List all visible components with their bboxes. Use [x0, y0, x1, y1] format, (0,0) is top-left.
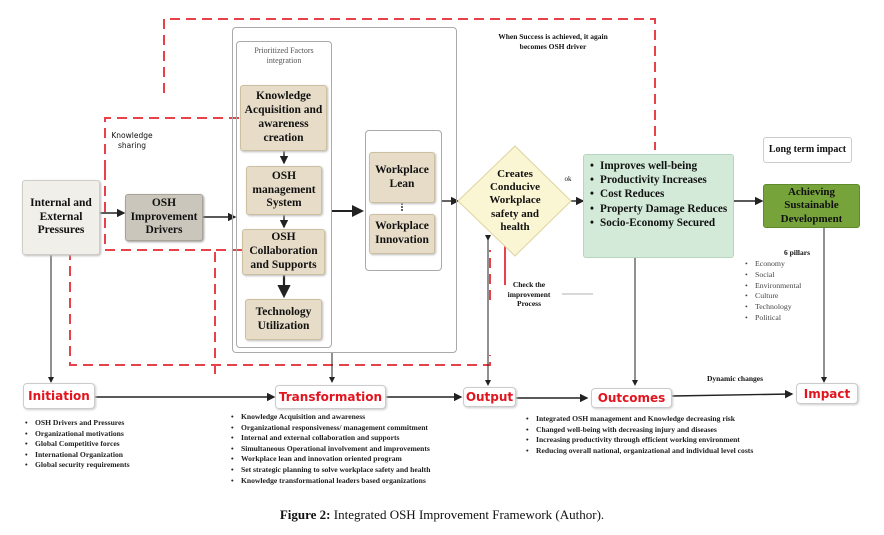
transformation-item: Internal and external collaboration and …	[231, 433, 430, 444]
pillar-item: Technology	[745, 302, 801, 313]
stage-outcomes[interactable]: Outcomes	[591, 388, 672, 408]
decision-diamond	[457, 145, 572, 257]
transformation-item: Organizational responsiveness/ managemen…	[231, 423, 430, 434]
pillar-item: Culture	[745, 291, 801, 302]
caption-text: Integrated OSH Improvement Framework (Au…	[333, 507, 605, 522]
node-knowledge-acquisition[interactable]: Knowledge Acquisition and awareness crea…	[240, 85, 327, 151]
outcomes-list: Integrated OSH management and Knowledge …	[526, 414, 796, 456]
figure-caption: Figure 2: Integrated OSH Improvement Fra…	[0, 507, 884, 523]
knowledge-sharing-label: Knowledge sharing	[111, 131, 153, 150]
node-achieving-sustainable-development[interactable]: Achieving Sustainable Development	[763, 184, 860, 228]
outcomes-item: Integrated OSH management and Knowledge …	[526, 414, 796, 425]
pillar-item: Political	[745, 313, 801, 324]
pillar-item: Economy	[745, 259, 801, 270]
check-improvement-label: Check the improvement Process	[507, 280, 551, 308]
benefit-item: Cost Reduces	[590, 187, 729, 201]
node-internal-external-pressures[interactable]: Internal and External Pressures	[22, 180, 100, 255]
initiation-item: Global security requirements	[25, 460, 130, 471]
transformation-item: Simultaneous Operational involvement and…	[231, 444, 430, 455]
transformation-item: Set strategic planning to solve workplac…	[231, 465, 430, 476]
transformation-list: Knowledge Acquisition and awareness Orga…	[231, 412, 430, 486]
benefit-item: Productivity Increases	[590, 173, 729, 187]
transformation-item: Knowledge Acquisition and awareness	[231, 412, 430, 423]
node-technology-utilization[interactable]: Technology Utilization	[245, 299, 322, 340]
stage-transformation[interactable]: Transformation	[275, 385, 386, 409]
initiation-item: OSH Drivers and Pressures	[25, 418, 130, 429]
node-osh-management-system[interactable]: OSH management System	[246, 166, 322, 215]
benefit-item: Socio-Economy Secured	[590, 216, 729, 230]
ok-label: ok	[564, 175, 572, 183]
node-osh-collaboration[interactable]: OSH Collaboration and Supports	[242, 229, 325, 275]
transformation-outer-frame	[232, 27, 457, 353]
node-conducive-workplace[interactable]: Creates Conducive Workplace safety and h…	[489, 168, 541, 233]
prioritized-factors-header: Prioritized Factors integration	[254, 46, 314, 65]
initiation-item: International Organization	[25, 450, 130, 461]
stage-initiation[interactable]: Initiation	[23, 383, 95, 409]
outcomes-item: Increasing productivity through efficien…	[526, 435, 796, 446]
benefit-item: Improves well-being	[590, 159, 729, 173]
node-osh-improvement-drivers[interactable]: OSH Improvement Drivers	[125, 194, 203, 241]
transformation-item: Workplace lean and innovation oriented p…	[231, 454, 430, 465]
pillar-item: Environmental	[745, 281, 801, 292]
initiation-item: Global Competitive forces	[25, 439, 130, 450]
node-long-term-impact: Long term impact	[763, 137, 852, 163]
success-loop-label: When Success is achieved, it again becom…	[498, 32, 608, 51]
outcomes-item: Changed well-being with decreasing injur…	[526, 425, 796, 436]
benefit-item: Property Damage Reduces	[590, 202, 729, 216]
pillars-title: 6 pillars	[783, 248, 810, 257]
initiation-list: OSH Drivers and Pressures Organizational…	[25, 418, 130, 471]
dynamic-changes-label: Dynamic changes	[706, 374, 764, 383]
pillar-item: Social	[745, 270, 801, 281]
caption-label: Figure 2:	[279, 507, 331, 522]
workplace-frame	[365, 130, 442, 271]
benefits-box[interactable]: Improves well-being Productivity Increas…	[583, 154, 734, 258]
node-workplace-innovation[interactable]: Workplace Innovation	[369, 214, 435, 254]
initiation-item: Organizational motivations	[25, 429, 130, 440]
stage-output[interactable]: Output	[463, 387, 516, 407]
arrow-outcomes-impact	[671, 389, 794, 399]
node-workplace-lean[interactable]: Workplace Lean	[369, 152, 435, 203]
prioritized-factors-frame	[236, 41, 332, 348]
pillars-list: Economy Social Environmental Culture Tec…	[745, 259, 801, 324]
transformation-item: Knowledge transformational leaders based…	[231, 476, 430, 487]
stage-impact[interactable]: Impact	[796, 383, 858, 404]
outcomes-item: Reducing overall national, organizationa…	[526, 446, 796, 457]
